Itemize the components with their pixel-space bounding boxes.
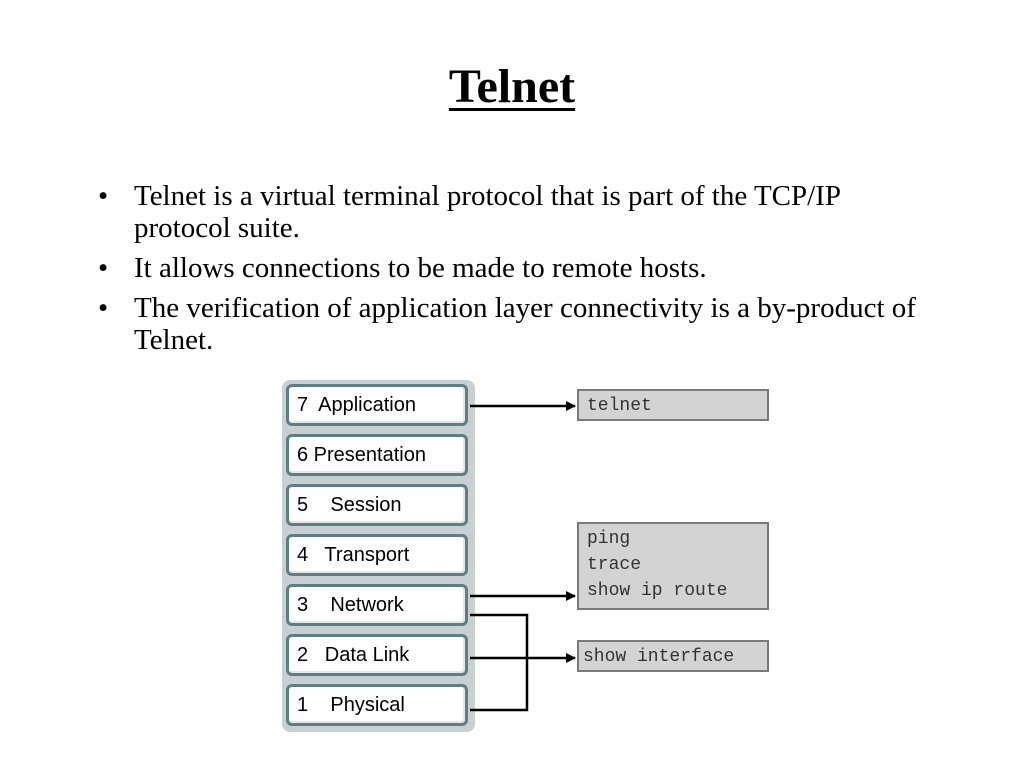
command-box-network: ping trace show ip route [577,522,769,610]
bullet-text: It allows connections to be made to remo… [134,252,707,284]
bullet-item: • Telnet is a virtual terminal protocol … [98,180,928,244]
osi-diagram: 7 Application 6 Presentation 5 Session 4… [280,378,780,738]
command-text: show ip route [587,581,728,601]
bullet-dot: • [98,292,109,324]
command-box-interface: show interface [577,640,769,672]
osi-layer-data-link: 2 Data Link [286,634,468,676]
osi-layer-network: 3 Network [286,584,468,626]
osi-layer-physical: 1 Physical [286,684,468,726]
command-text: trace [587,555,642,575]
command-text: ping [587,529,631,549]
bullet-dot: • [98,180,109,212]
command-box-telnet: telnet [577,389,769,421]
bullet-item: • The verification of application layer … [98,292,928,356]
bracket-network-to-physical [470,613,529,712]
bullet-item: • It allows connections to be made to re… [98,252,928,284]
osi-layer-application: 7 Application [286,384,468,426]
command-text: show interface [583,647,735,667]
osi-layer-session: 5 Session [286,484,468,526]
slide-title: Telnet [448,60,576,113]
diagram-connectors [470,401,576,712]
bullet-list: • Telnet is a virtual terminal protocol … [98,180,928,364]
osi-layer-presentation: 6 Presentation [286,434,468,476]
bullet-text: The verification of application layer co… [134,292,916,356]
osi-layer-transport: 4 Transport [286,534,468,576]
bullet-text: Telnet is a virtual terminal protocol th… [134,180,840,244]
bullet-dot: • [98,252,109,284]
command-text: telnet [587,396,652,416]
